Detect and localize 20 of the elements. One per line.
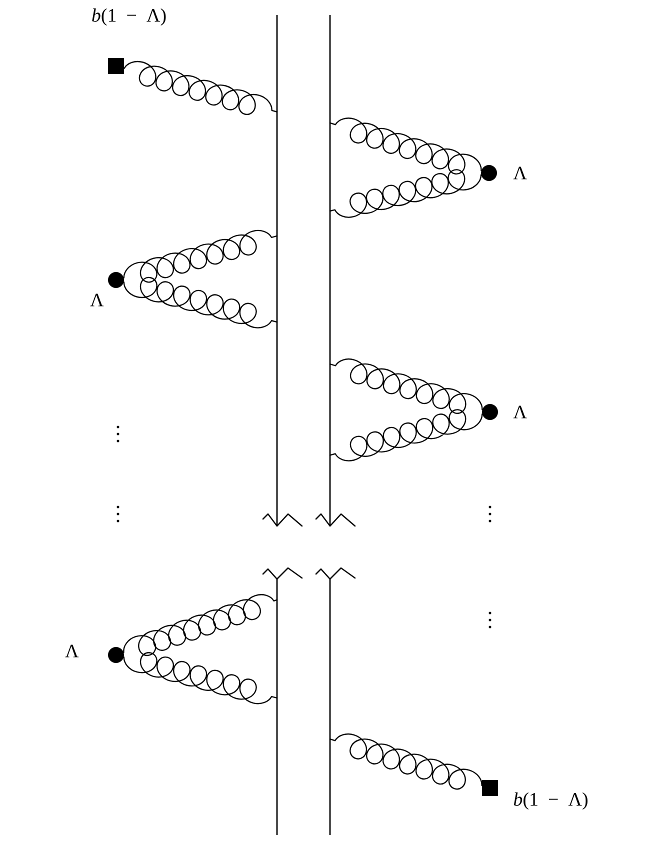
- gluon-line: [329, 733, 482, 790]
- vertex-label: b(1 − Λ): [514, 792, 588, 810]
- gluon-line: [123, 230, 278, 283]
- vertical-line: [276, 579, 278, 835]
- vertex-label: b(1 − Λ): [92, 8, 166, 26]
- gluon-line: [329, 358, 483, 414]
- vertical-line: [329, 579, 331, 835]
- gluon-line: [329, 409, 483, 462]
- gluon-line: [123, 276, 278, 328]
- vertex-label: Λ: [513, 166, 527, 180]
- gluon-line: [329, 169, 482, 218]
- vertex-label: Λ: [90, 294, 104, 306]
- vertical-line: [276, 15, 278, 526]
- gluon-line: [329, 118, 482, 175]
- gluon-line: [123, 594, 278, 656]
- vertex-label: Λ: [65, 644, 79, 658]
- gluon-line: [124, 60, 278, 116]
- gluon-line: [123, 652, 278, 704]
- vertical-line: [329, 15, 331, 526]
- vertex-label: Λ: [513, 406, 527, 418]
